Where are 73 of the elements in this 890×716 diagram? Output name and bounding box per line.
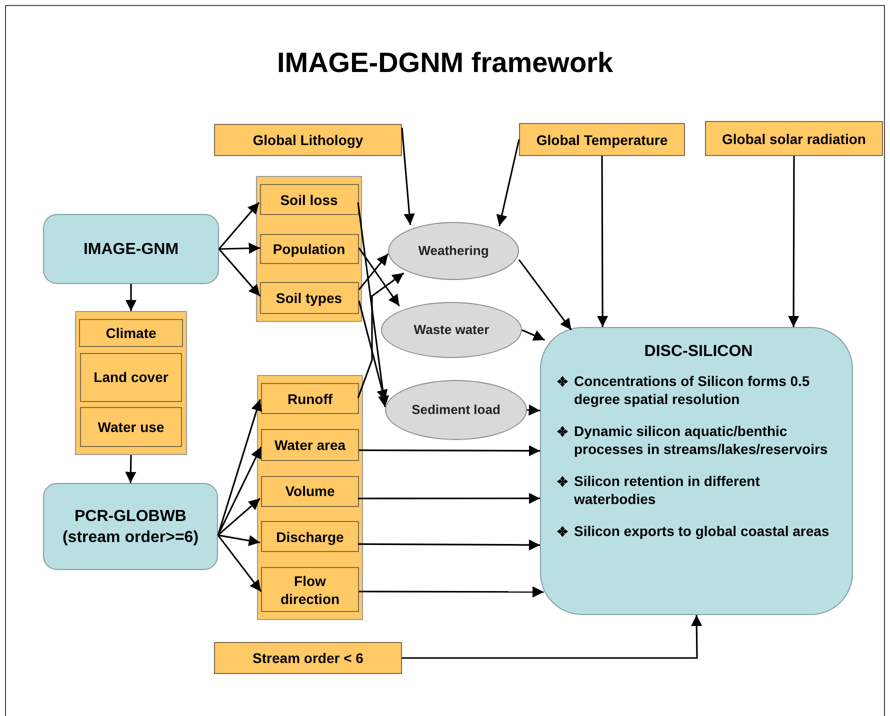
input-box xyxy=(260,282,358,314)
arrow xyxy=(357,272,404,398)
arrow xyxy=(358,253,389,290)
arrow xyxy=(125,284,137,311)
arrow xyxy=(125,454,136,484)
box-label: Global Lithology xyxy=(252,131,364,149)
box-label: Climate xyxy=(106,324,156,342)
arrow xyxy=(402,615,702,659)
arrow xyxy=(518,259,572,330)
box-label: Global Temperature xyxy=(536,130,668,148)
model-box xyxy=(43,483,218,570)
input-box xyxy=(261,383,359,414)
input-box xyxy=(260,234,358,264)
box-label: Stream order < 6 xyxy=(252,649,364,667)
arrow xyxy=(401,128,415,225)
arrow xyxy=(526,404,540,416)
input-box xyxy=(705,121,883,156)
input-box xyxy=(261,567,359,612)
model-label: PCR-GLOBWB (stream order>=6) xyxy=(61,506,200,548)
arrow xyxy=(596,156,608,327)
arrow xyxy=(217,534,262,592)
box-label: Soil types xyxy=(276,289,342,307)
arrow xyxy=(218,534,260,546)
arrow xyxy=(359,445,540,456)
box-label: Soil loss xyxy=(280,190,338,208)
input-box xyxy=(80,407,182,447)
bullet-text: Dynamic silicon aquatic/benthic processes in streams/lakes/reservoirs xyxy=(574,422,829,458)
arrow xyxy=(217,498,261,536)
input-box xyxy=(79,319,183,347)
input-box xyxy=(261,521,359,552)
arrow xyxy=(218,248,261,297)
arrow xyxy=(522,329,546,341)
box-label: Flow direction xyxy=(279,572,341,608)
model-box xyxy=(43,214,219,284)
bullet-text: Silicon exports to global coastal areas xyxy=(574,522,830,540)
input-box xyxy=(80,352,182,402)
input-group-box xyxy=(75,311,187,455)
process-label: Weathering xyxy=(418,243,489,259)
arrow xyxy=(217,446,262,536)
model-box xyxy=(540,327,853,615)
box-label: Water area xyxy=(274,436,346,454)
model-title: DISC-SILICON xyxy=(644,343,753,360)
input-box xyxy=(261,428,359,461)
input-box xyxy=(519,123,685,156)
process-label: Waste water xyxy=(414,322,490,338)
bullet-text: Silicon retention in different waterbodies xyxy=(574,472,761,508)
input-box xyxy=(214,642,402,674)
model-label: IMAGE-GNM xyxy=(83,240,179,260)
input-box xyxy=(261,476,359,506)
arrow xyxy=(496,139,520,226)
arrow xyxy=(357,202,390,408)
box-label: Global solar radiation xyxy=(722,130,866,148)
box-label: Discharge xyxy=(276,528,344,546)
arrow xyxy=(788,156,800,327)
process-label: Sediment load xyxy=(412,402,500,418)
input-box xyxy=(260,184,358,215)
bullet-text: Concentrations of Silicon forms 0.5 degree spatial resolution xyxy=(574,372,811,408)
arrow xyxy=(218,202,260,250)
input-group-box xyxy=(256,176,362,322)
arrow xyxy=(359,586,544,598)
input-box xyxy=(214,124,402,156)
arrow xyxy=(358,539,540,551)
arrow xyxy=(218,242,260,254)
box-label: Population xyxy=(272,240,346,258)
title: IMAGE-DGNM framework xyxy=(276,46,614,80)
arrow xyxy=(217,399,262,536)
box-label: Volume xyxy=(285,482,335,500)
arrow xyxy=(358,492,540,504)
box-label: Runoff xyxy=(287,390,333,408)
box-label: Land cover xyxy=(94,368,168,386)
input-group-box xyxy=(257,375,363,620)
box-label: Water use xyxy=(98,418,164,436)
arrow xyxy=(358,248,400,306)
